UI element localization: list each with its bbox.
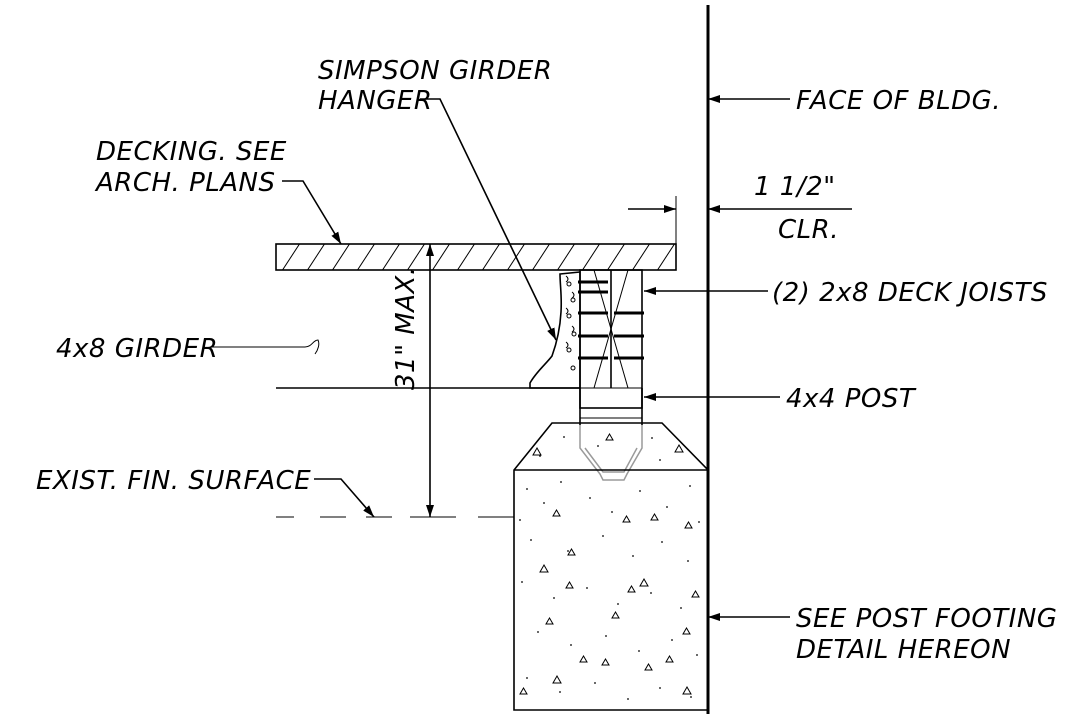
clearance-note-label: CLR. bbox=[778, 215, 839, 245]
post bbox=[579, 388, 643, 425]
clearance-value-label: 1 1/2" bbox=[754, 172, 836, 202]
footing-label-line2: DETAIL HEREON bbox=[796, 635, 1011, 665]
hanger-nail-holes bbox=[565, 275, 577, 371]
exist-surface-leader bbox=[314, 478, 375, 518]
max-height-dimension bbox=[420, 244, 440, 518]
decking-board bbox=[275, 243, 677, 271]
decking-label-line1: DECKING. SEE bbox=[96, 137, 287, 167]
deck-joists-label: (2) 2x8 DECK JOISTS bbox=[772, 278, 1048, 308]
post-base-bracket bbox=[579, 425, 643, 481]
decking-label-line2: ARCH. PLANS bbox=[94, 168, 276, 198]
joist-bolts bbox=[578, 280, 644, 360]
footing-label-line1: SEE POST FOOTING bbox=[796, 604, 1057, 634]
decking-leader bbox=[282, 180, 342, 245]
girder-break-symbol bbox=[212, 339, 320, 355]
decking-hatch bbox=[281, 244, 676, 270]
hanger-plate bbox=[529, 271, 581, 389]
concrete-footing bbox=[513, 422, 709, 711]
exist-surface-label: EXIST. FIN. SURFACE bbox=[36, 466, 311, 496]
clearance-dimension bbox=[628, 196, 852, 244]
simpson-leader bbox=[420, 98, 557, 341]
face-of-bldg-label: FACE OF BLDG. bbox=[796, 86, 1001, 116]
simpson-label-line2: HANGER bbox=[318, 86, 432, 116]
simpson-label-line1: SIMPSON GIRDER bbox=[318, 56, 552, 86]
max-height-label: 31" MAX. bbox=[391, 266, 421, 390]
concrete-stipple bbox=[519, 436, 700, 700]
girder-label: 4x8 GIRDER bbox=[56, 334, 218, 364]
concrete-aggregate bbox=[519, 433, 700, 695]
post-label: 4x4 POST bbox=[786, 384, 917, 414]
